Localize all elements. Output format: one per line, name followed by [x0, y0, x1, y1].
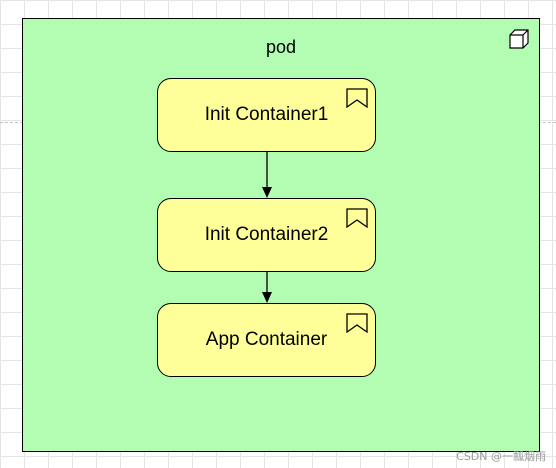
init-container-1-label: Init Container1 — [204, 104, 329, 125]
watermark: CSDN @一瓢烟雨 — [456, 450, 546, 463]
bookmark-flag-icon — [346, 88, 368, 108]
node-cube-icon — [509, 29, 529, 49]
pod-frame[interactable]: pod Init Container1 Init Container2 App … — [22, 18, 540, 452]
init-container-2-box[interactable]: Init Container2 — [157, 198, 376, 272]
app-container-box[interactable]: App Container — [157, 303, 376, 377]
init-container-1-box[interactable]: Init Container1 — [157, 78, 376, 152]
app-container-label: App Container — [205, 329, 328, 350]
bookmark-flag-icon — [346, 208, 368, 228]
arrow-init2-to-app — [262, 272, 272, 303]
arrow-init1-to-init2 — [262, 152, 272, 198]
init-container-2-label: Init Container2 — [204, 224, 329, 245]
bookmark-flag-icon — [346, 313, 368, 333]
pod-title: pod — [265, 37, 297, 57]
